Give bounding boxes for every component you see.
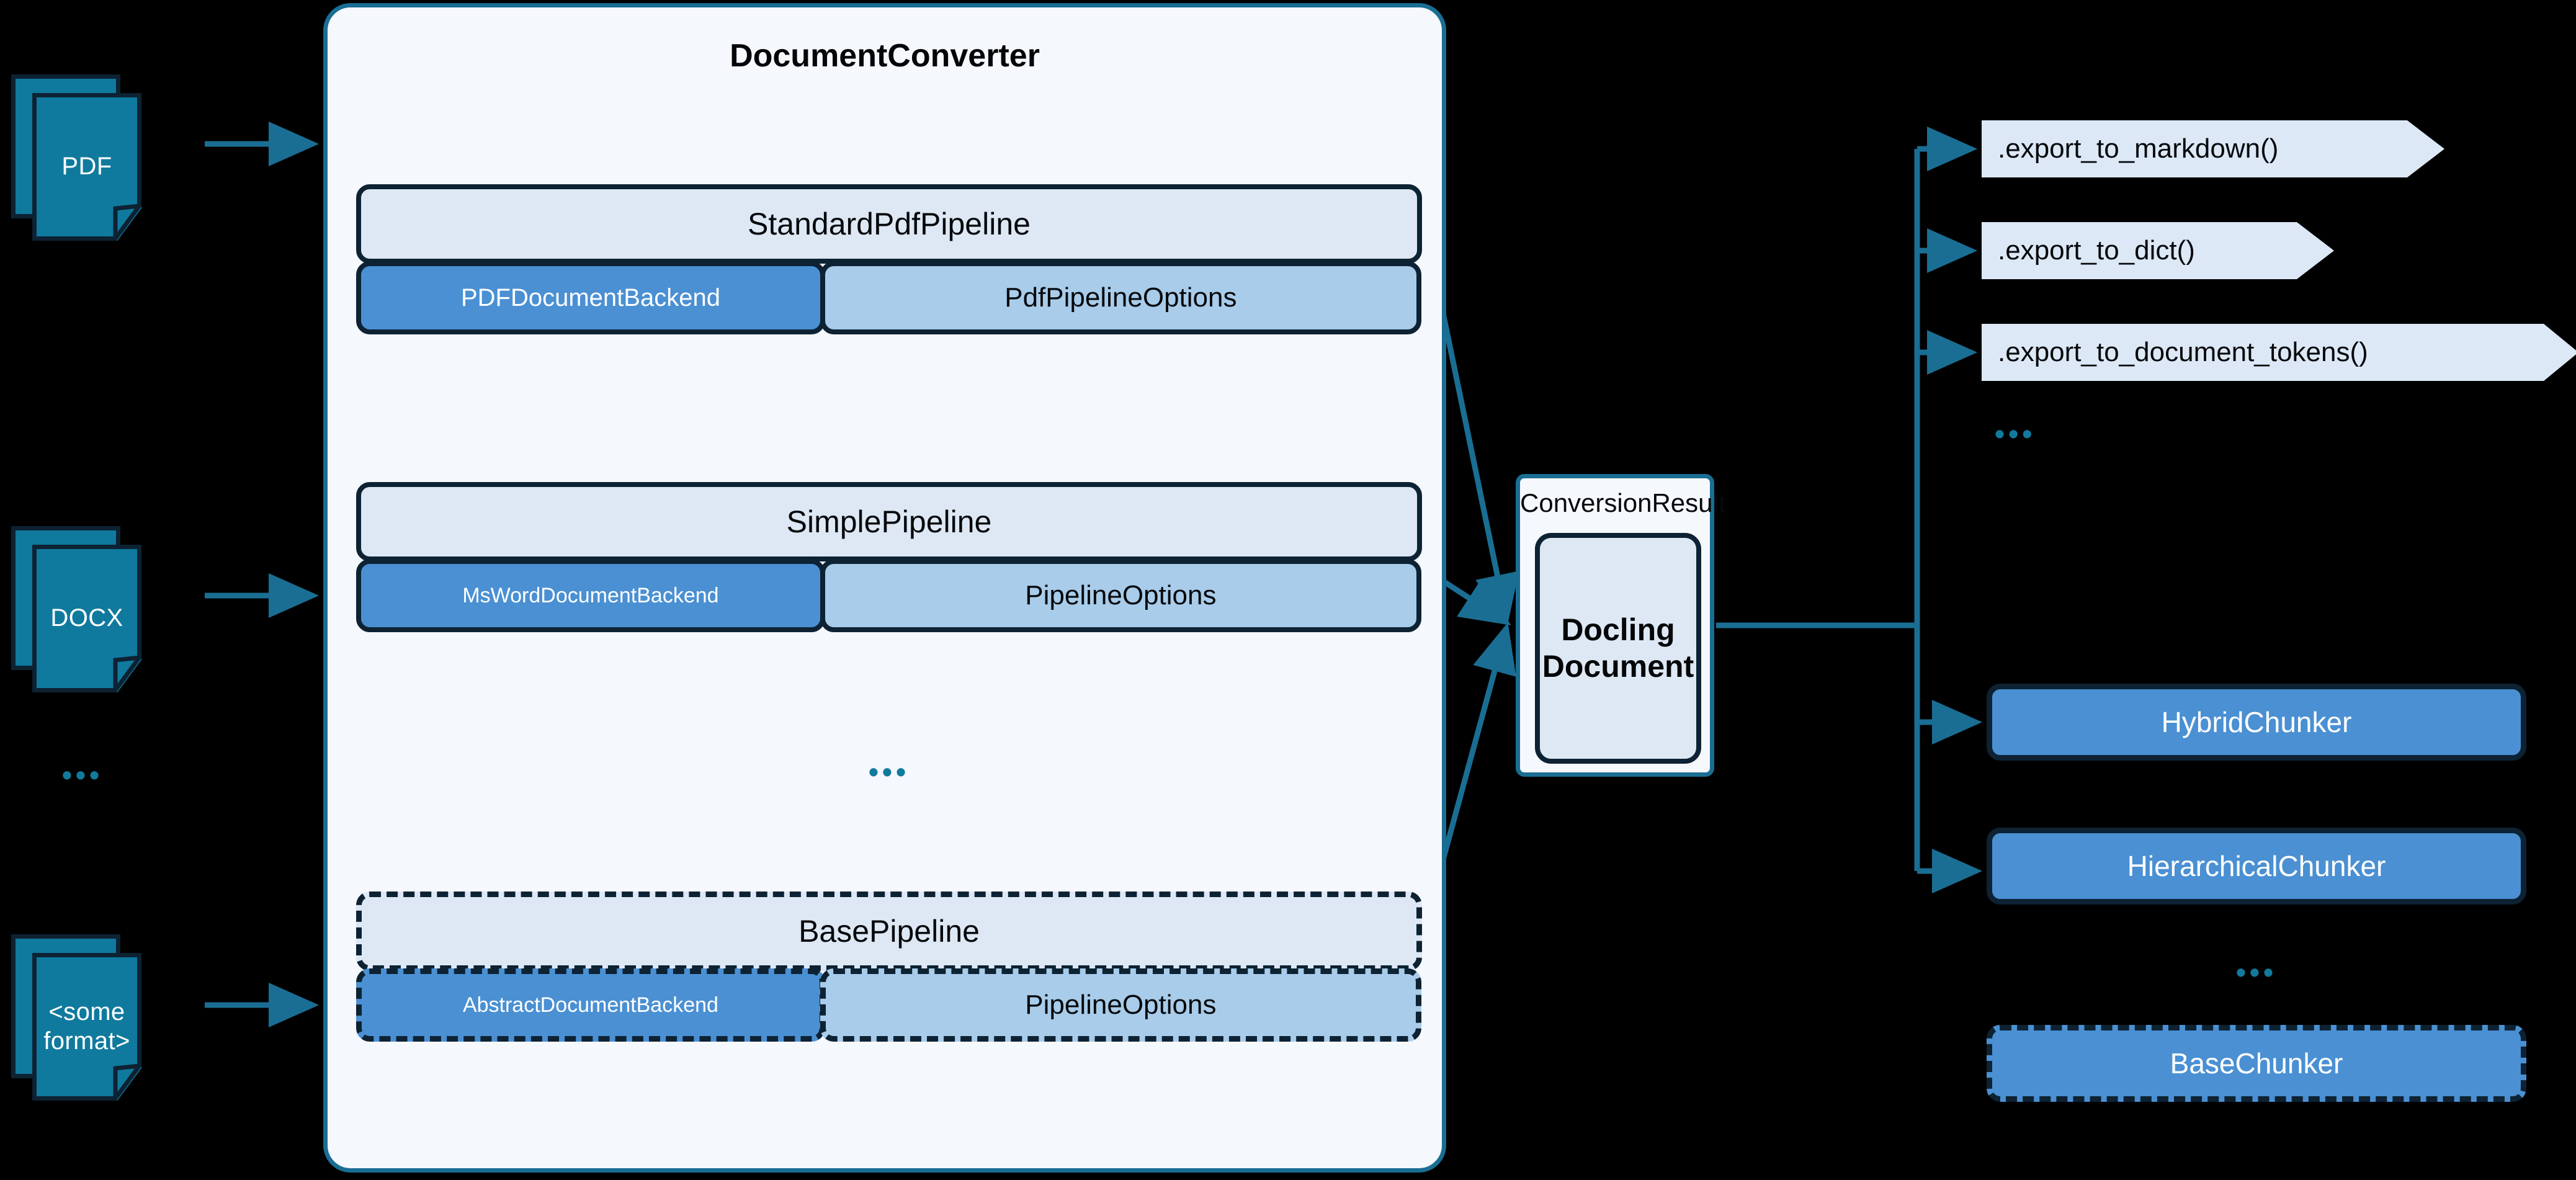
export-dict-chevron[interactable]: .export_to_dict() (1982, 222, 2334, 279)
doc-label: PDF (32, 93, 141, 241)
chunker-base[interactable]: BaseChunker (1987, 1025, 2526, 1102)
docling-document-box[interactable]: Docling Document (1535, 533, 1701, 764)
pipeline-backend-label: PDFDocumentBackend (460, 284, 720, 311)
pipeline-name: BasePipeline (798, 914, 980, 949)
docling-document-line: Docling (1561, 612, 1675, 647)
pipeline-backend-label: MsWordDocumentBackend (462, 583, 719, 607)
chunker-hybrid[interactable]: HybridChunker (1987, 684, 2526, 761)
export-label: .export_to_markdown() (1998, 133, 2279, 164)
pipeline-options[interactable]: PdfPipelineOptions (820, 261, 1421, 334)
source-document-other-format: <some format> (11, 934, 154, 1108)
pipeline-options-label: PipelineOptions (1025, 580, 1217, 610)
converter-ellipsis: ••• (868, 756, 910, 788)
chunker-label: HierarchicalChunker (2127, 850, 2386, 882)
pipeline-header[interactable]: SimplePipeline (356, 482, 1422, 561)
doc-front-outline (32, 93, 141, 241)
doc-label: <some format> (32, 953, 141, 1101)
conversion-result-label: ConversionResult (1520, 488, 1726, 517)
pipeline-options-label: PdfPipelineOptions (1004, 282, 1237, 313)
doc-front-sheet (32, 545, 141, 692)
chunkers-ellipsis: ••• (2235, 956, 2278, 988)
pipeline-header[interactable]: BasePipeline (356, 892, 1422, 971)
doc-label: DOCX (32, 545, 141, 692)
pipeline-parts-row: PDFDocumentBackend PdfPipelineOptions (356, 261, 1422, 334)
doc-label-text: DOCX (50, 604, 123, 632)
pipeline-name: SimplePipeline (786, 504, 992, 539)
pipeline-backend[interactable]: PDFDocumentBackend (356, 261, 825, 334)
document-converter-container: DocumentConverter StandardPdfPipeline PD… (323, 3, 1446, 1173)
chunker-label: HybridChunker (2161, 706, 2352, 738)
pipeline-name: StandardPdfPipeline (748, 207, 1031, 241)
export-label: .export_to_document_tokens() (1998, 337, 2368, 367)
pipeline-backend[interactable]: MsWordDocumentBackend (356, 559, 825, 632)
doc-front-sheet (32, 953, 141, 1101)
source-document-pdf: PDF (11, 74, 154, 248)
pipeline-backend-label: AbstractDocumentBackend (462, 993, 718, 1017)
docling-document-line: Document (1542, 649, 1694, 684)
pipeline-options-label: PipelineOptions (1025, 990, 1217, 1020)
page-title: DocumentConverter (730, 38, 1040, 74)
pipeline-group-base[interactable]: BasePipeline AbstractDocumentBackend Pip… (356, 892, 1422, 1042)
export-label: .export_to_dict() (1998, 235, 2195, 266)
chunker-label: BaseChunker (2170, 1047, 2343, 1079)
doc-front-outline (32, 953, 141, 1101)
doc-label-line: format> (43, 1027, 130, 1055)
doc-label-text: PDF (61, 153, 112, 181)
input-ellipsis: ••• (61, 759, 104, 791)
pipeline-parts-row: AbstractDocumentBackend PipelineOptions (356, 968, 1422, 1042)
pipeline-group-simple[interactable]: SimplePipeline MsWordDocumentBackend Pip… (356, 482, 1422, 632)
pipeline-backend[interactable]: AbstractDocumentBackend (356, 968, 825, 1042)
exports-ellipsis: ••• (1995, 418, 2036, 450)
pipeline-options[interactable]: PipelineOptions (820, 559, 1421, 632)
source-document-docx: DOCX (11, 526, 154, 700)
doc-front-sheet (32, 93, 141, 241)
pipeline-options[interactable]: PipelineOptions (820, 968, 1421, 1042)
pipeline-parts-row: MsWordDocumentBackend PipelineOptions (356, 559, 1422, 632)
export-document-tokens-chevron[interactable]: .export_to_document_tokens() (1982, 324, 2576, 381)
chunker-hierarchical[interactable]: HierarchicalChunker (1987, 828, 2526, 905)
doc-front-outline (32, 545, 141, 692)
pipeline-group-standard-pdf[interactable]: StandardPdfPipeline PDFDocumentBackend P… (356, 184, 1422, 334)
conversion-result-container: ConversionResult Docling Document (1516, 474, 1726, 777)
pipeline-header[interactable]: StandardPdfPipeline (356, 184, 1422, 264)
export-markdown-chevron[interactable]: .export_to_markdown() (1982, 120, 2444, 177)
doc-label-line: <some (48, 998, 125, 1026)
